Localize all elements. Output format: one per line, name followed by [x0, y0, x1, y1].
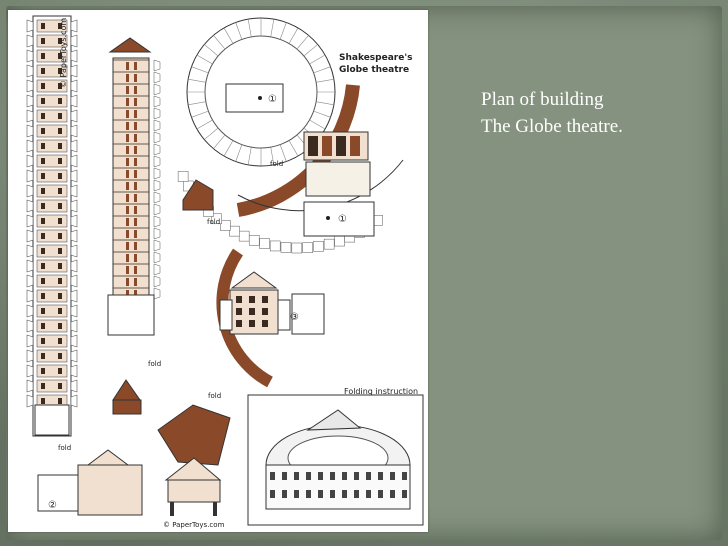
- center-tower-strip: [107, 37, 161, 336]
- fold-label-roof: fold: [208, 392, 221, 400]
- fold-label-center: fold: [148, 360, 161, 368]
- slide-text: Plan of building The Globe theatre.: [481, 86, 721, 140]
- papertoy-title-2: Globe theatre: [339, 65, 409, 75]
- piece-number-2-bottom: ②: [48, 500, 57, 511]
- piece-number-3-house: ③: [290, 312, 299, 323]
- brand-bottom-text: © PaperToys.com: [163, 521, 225, 529]
- folding-instruction-panel: Folding instruction: [247, 387, 424, 526]
- papertoy-template-image: © PaperToys.com ① Shakespeare's Globe th…: [8, 10, 428, 532]
- left-wall-strip: [26, 15, 78, 437]
- piece-number-1-stage: ①: [338, 214, 347, 225]
- fold-label-roof1: fold: [207, 218, 220, 226]
- slide-line-1: Plan of building: [481, 89, 604, 110]
- fold-label-bottom: fold: [58, 444, 71, 452]
- roof-piece-2: [112, 379, 141, 401]
- house-piece-3: ③: [219, 271, 325, 335]
- piece-number-1-top: ①: [268, 94, 277, 105]
- bottom-left-house: ② fold: [37, 444, 143, 516]
- papertoy-title-1: Shakespeare's: [339, 53, 412, 63]
- roof-assembly: fold: [157, 392, 231, 516]
- roof-piece-1: [182, 179, 214, 211]
- fold-label-stage: fold: [270, 160, 283, 168]
- stage-piece: ① fold: [270, 131, 375, 237]
- brand-top-text: © PaperToys.com: [59, 18, 68, 88]
- slide-line-2: The Globe theatre.: [481, 116, 623, 137]
- papertoy-sheet: © PaperToys.com ① Shakespeare's Globe th…: [26, 15, 424, 529]
- folding-instruction-label: Folding instruction: [344, 387, 418, 396]
- upper-ring: ①: [186, 17, 336, 167]
